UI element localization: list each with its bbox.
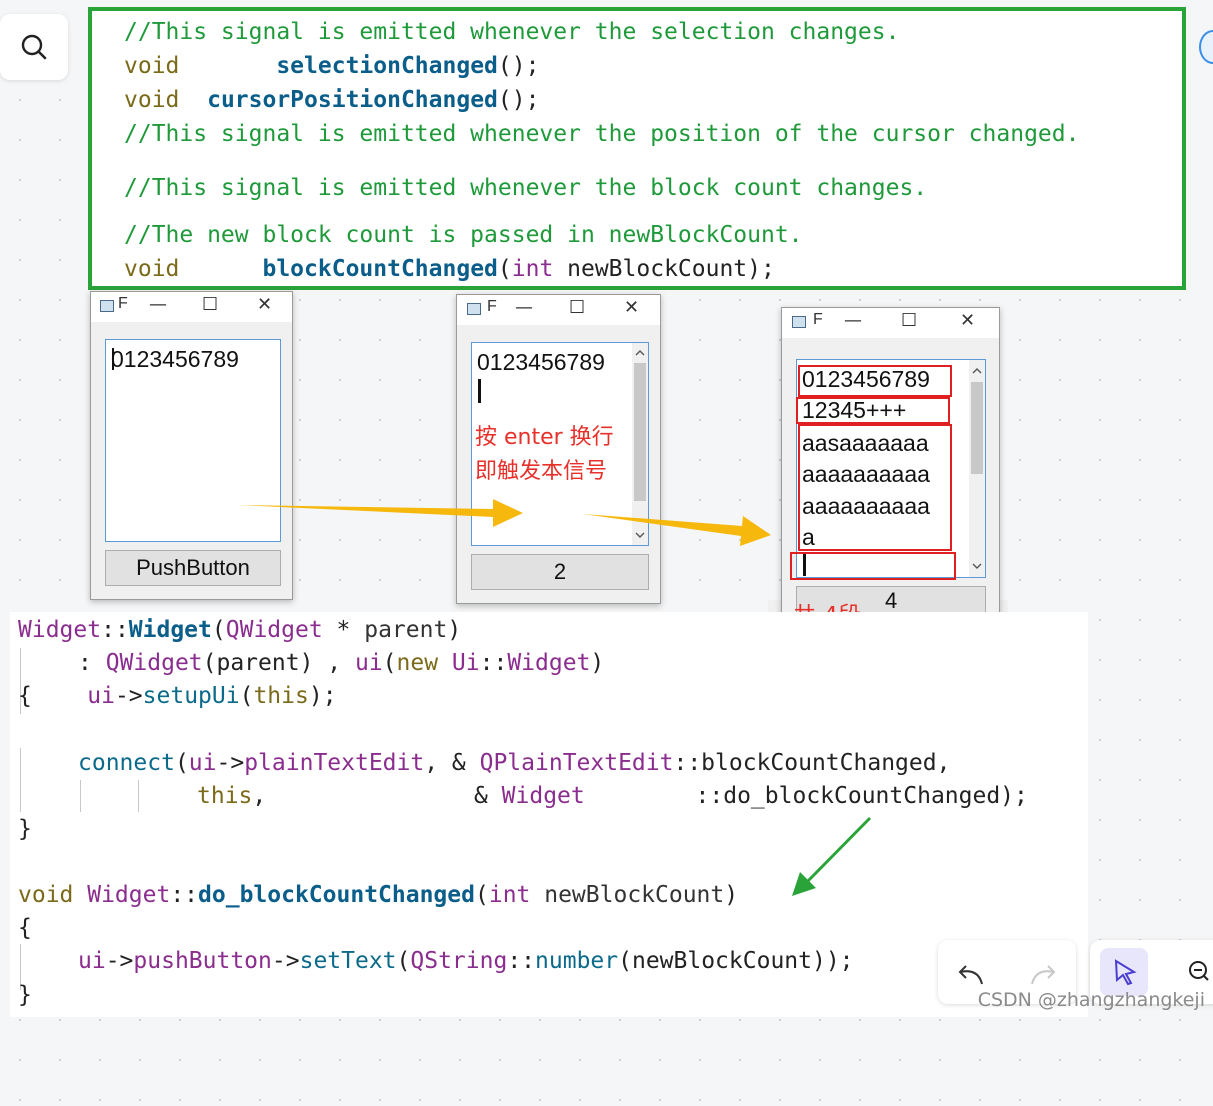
- window-title: F: [813, 311, 823, 328]
- zoom-out-icon[interactable]: [1180, 940, 1213, 1004]
- vertical-scrollbar[interactable]: [632, 343, 648, 545]
- annotation-text: 即触发本信号: [475, 459, 608, 484]
- code-line: //This signal is emitted whenever the po…: [124, 121, 1080, 147]
- code-line: { ui->setupUi(this);: [18, 683, 337, 709]
- close-icon[interactable]: ✕: [624, 297, 640, 318]
- code-line: Widget::Widget(QWidget * parent): [18, 617, 462, 643]
- search-button[interactable]: [0, 14, 68, 80]
- code-line: }: [18, 816, 32, 842]
- code-line: //This signal is emitted whenever the se…: [124, 19, 900, 45]
- text-cursor: [478, 379, 481, 403]
- title-bar[interactable]: F — ☐ ✕: [782, 308, 999, 338]
- chevron-down-icon[interactable]: [632, 527, 648, 543]
- scrollbar-thumb[interactable]: [634, 363, 646, 501]
- history-toolbar: [938, 940, 1076, 1004]
- window-title: F: [118, 295, 128, 312]
- chevron-up-icon[interactable]: [969, 363, 985, 379]
- minimize-icon[interactable]: —: [844, 310, 862, 331]
- block-highlight: [798, 424, 952, 551]
- search-icon: [21, 34, 47, 60]
- signal-declarations-code: //This signal is emitted whenever the se…: [88, 7, 1186, 290]
- window-title: F: [487, 298, 497, 315]
- code-line: {: [18, 915, 32, 941]
- plain-text-edit[interactable]: 0123456789 按 enter 换行 即触发本信号: [471, 342, 649, 546]
- vertical-scrollbar[interactable]: [969, 360, 985, 577]
- title-bar[interactable]: F — ☐ ✕: [91, 292, 292, 322]
- app-icon: [100, 300, 114, 312]
- code-line: }: [18, 982, 32, 1008]
- text-cursor: [112, 348, 114, 370]
- avatar[interactable]: [1199, 30, 1213, 64]
- code-line: //The new block count is passed in newBl…: [124, 222, 803, 248]
- undo-icon[interactable]: [944, 940, 1004, 1004]
- maximize-icon[interactable]: ☐: [202, 294, 219, 315]
- plain-text-edit[interactable]: 0123456789: [105, 339, 281, 542]
- code-line: //This signal is emitted whenever the bl…: [124, 175, 928, 201]
- code-line: void blockCountChanged(int newBlockCount…: [124, 256, 775, 282]
- code-line: void selectionChanged();: [124, 53, 540, 79]
- close-icon[interactable]: ✕: [257, 294, 273, 315]
- code-line: void cursorPositionChanged();: [124, 87, 540, 113]
- block-highlight: [796, 397, 950, 424]
- app-window-initial: F — ☐ ✕ 0123456789 PushButton: [90, 291, 293, 600]
- app-icon: [792, 316, 806, 328]
- app-icon: [467, 303, 481, 315]
- annotation-text: 按 enter 换行: [475, 425, 614, 450]
- code-line: this, & Widget ::do_blockCountChanged);: [197, 783, 1028, 809]
- pointer-icon: [1114, 959, 1137, 986]
- watermark: CSDN @zhangzhangkeji: [977, 989, 1205, 1011]
- chevron-up-icon[interactable]: [632, 345, 648, 361]
- app-window-after-enter: F — ☐ ✕ 0123456789 按 enter 换行 即触发本信号 2: [456, 294, 661, 604]
- text-cursor: [803, 554, 806, 576]
- pointer-tool-button[interactable]: [1100, 948, 1148, 996]
- push-button[interactable]: 2: [471, 554, 649, 590]
- tools-toolbar: [1090, 940, 1213, 1004]
- maximize-icon[interactable]: ☐: [901, 310, 918, 331]
- widget-source-code: Widget::Widget(QWidget * parent) : QWidg…: [10, 612, 1088, 1017]
- code-line: connect(ui->plainTextEdit, & QPlainTextE…: [78, 750, 951, 776]
- block-highlight: [790, 552, 956, 580]
- app-window-four-blocks: F — ☐ ✕ 0123456789 12345+++ aasaaaaaaa a…: [781, 307, 1000, 640]
- minimize-icon[interactable]: —: [515, 297, 533, 318]
- close-icon[interactable]: ✕: [960, 310, 976, 331]
- push-button[interactable]: PushButton: [105, 550, 281, 586]
- redo-icon[interactable]: [1010, 940, 1070, 1004]
- code-line: : QWidget(parent) , ui(new Ui::Widget): [78, 650, 605, 676]
- code-line: void Widget::do_blockCountChanged(int ne…: [18, 882, 739, 908]
- title-bar[interactable]: F — ☐ ✕: [457, 295, 660, 325]
- maximize-icon[interactable]: ☐: [569, 297, 586, 318]
- code-line: ui->pushButton->setText(QString::number(…: [78, 948, 854, 974]
- block-highlight: [798, 365, 952, 397]
- scrollbar-thumb[interactable]: [971, 382, 983, 474]
- minimize-icon[interactable]: —: [149, 294, 167, 315]
- chevron-down-icon[interactable]: [969, 558, 985, 574]
